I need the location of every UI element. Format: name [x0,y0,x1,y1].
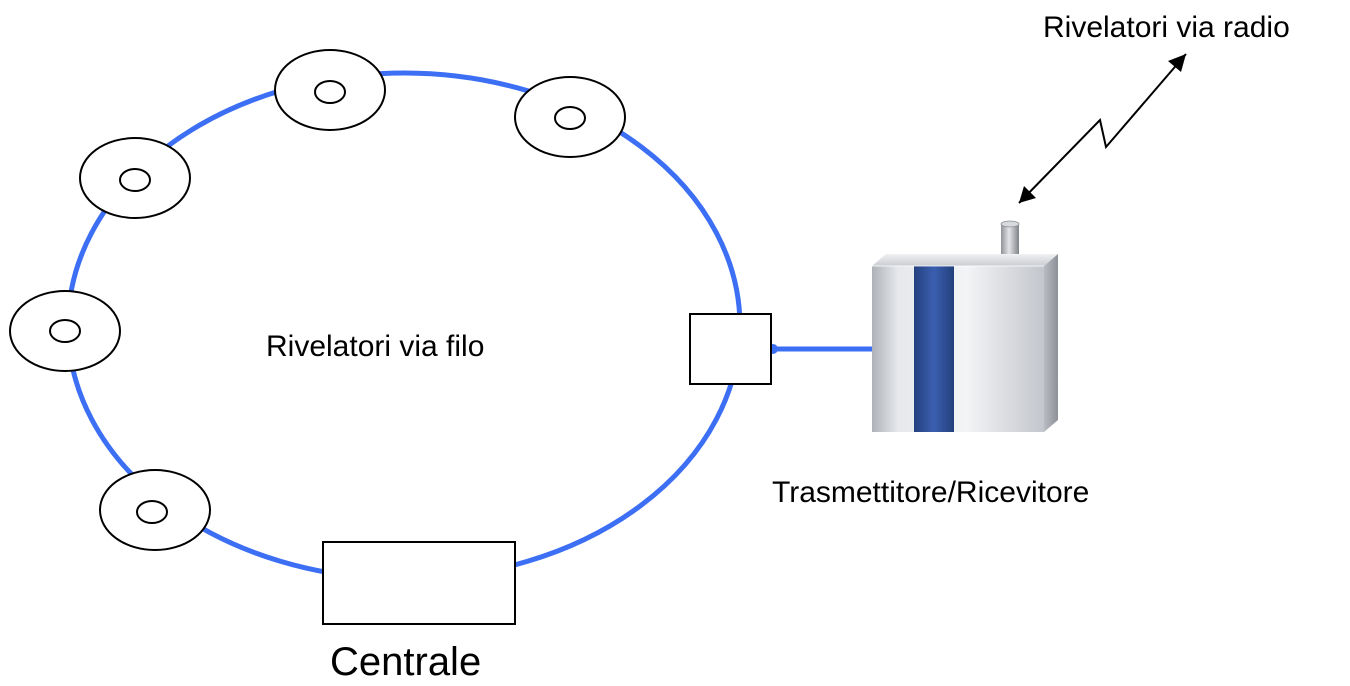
central-unit-label: Centrale [330,640,482,684]
smoke-detector-icon [314,80,346,104]
radio-link-lightning-arrow [1018,53,1187,204]
wired-detector [9,290,121,372]
interface-module [689,313,772,385]
smoke-detector-icon [49,319,81,343]
transceiver-label: Trasmettitore/Ricevitore [772,476,1090,509]
radio-detectors-label: Rivelatori via radio [1043,11,1290,44]
smoke-detector-icon [136,500,168,524]
wired-detector [99,469,211,551]
wired-detector [79,137,191,219]
wired-detector [514,76,626,158]
central-unit-box [322,541,516,625]
wired-detectors-label: Rivelatori via filo [266,330,485,363]
wired-detector [274,49,386,131]
smoke-detector-icon [119,168,151,192]
smoke-detector-icon [554,106,586,130]
radio-transceiver-device [872,220,1058,432]
device-stripe [914,266,954,432]
